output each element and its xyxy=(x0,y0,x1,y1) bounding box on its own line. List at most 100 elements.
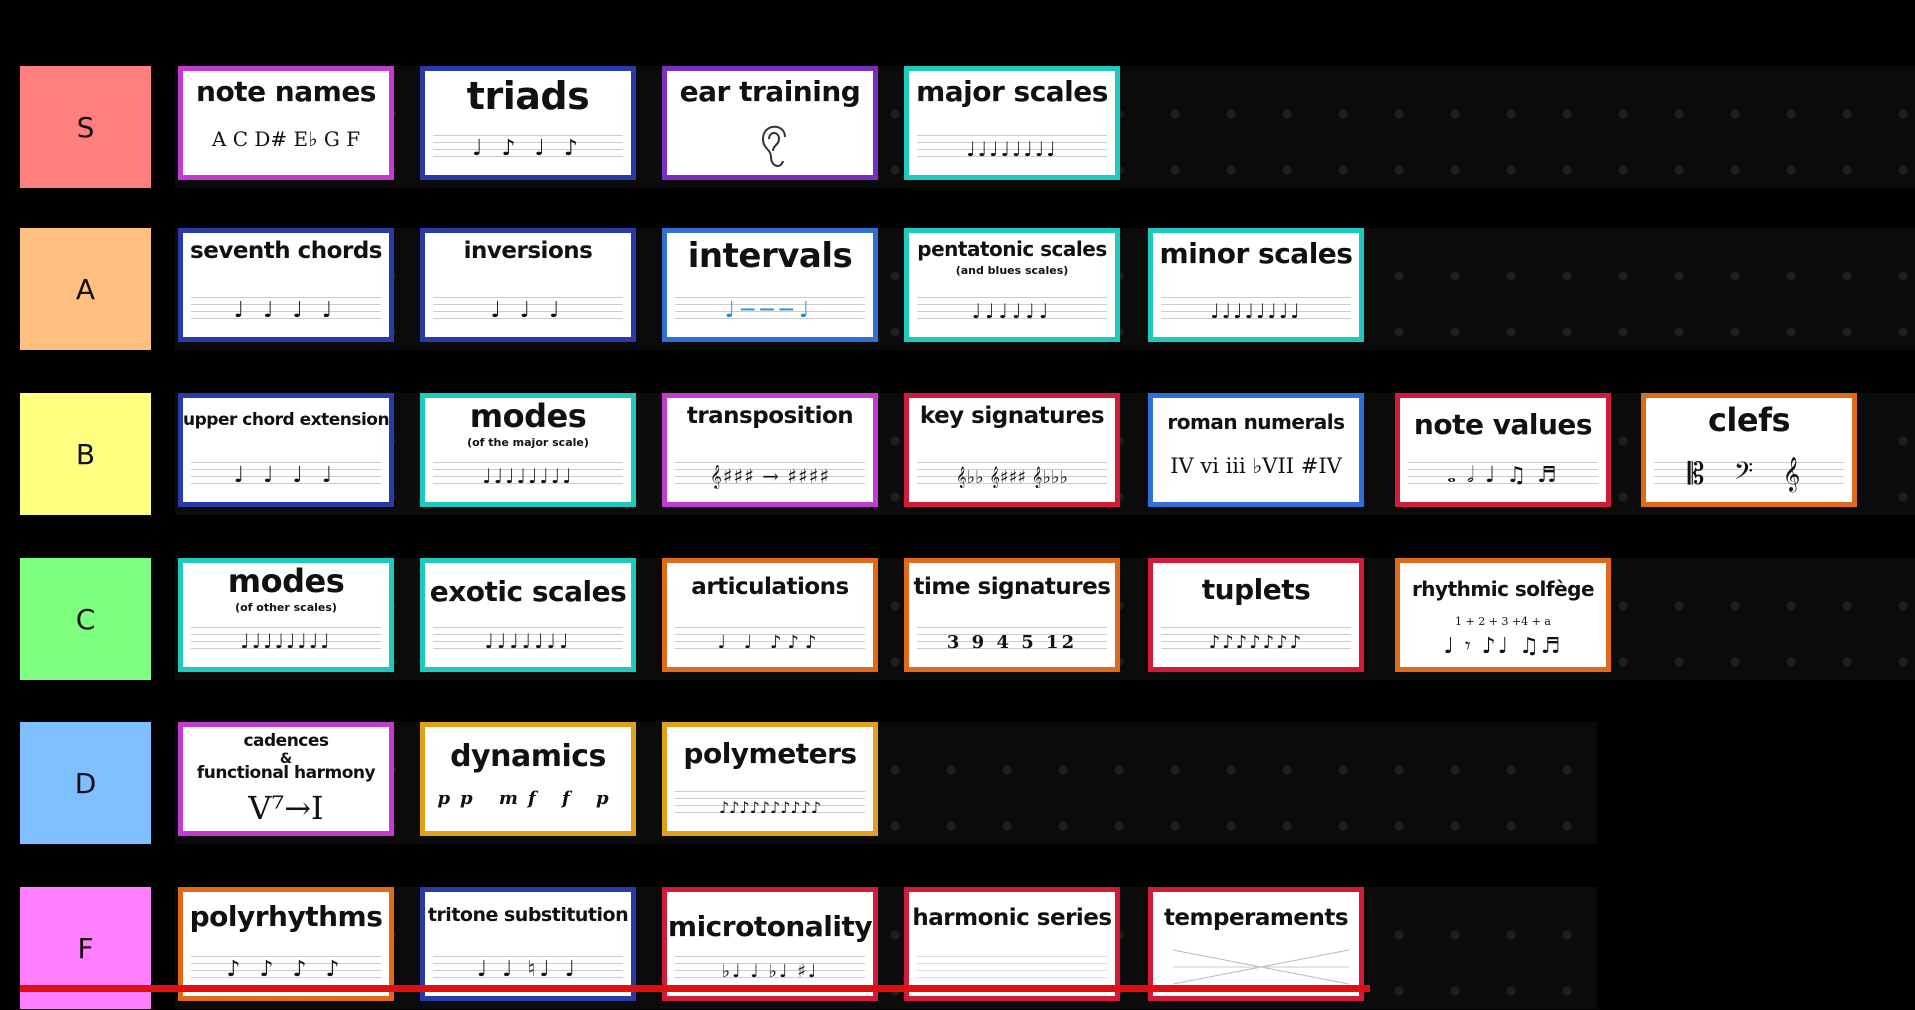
staff xyxy=(675,791,865,819)
notes: ♩♩♩♩♩♩♩♩ xyxy=(966,137,1058,161)
ear-icon xyxy=(761,125,786,167)
card-title: transposition xyxy=(686,403,854,429)
card-title: temperaments xyxy=(1163,905,1349,931)
card-polymeters[interactable]: polymeters ♪♪♪♪♪♪♪♪♪♪ xyxy=(662,722,878,836)
card-time-signatures[interactable]: time signatures 3 9 4 5 12 xyxy=(904,558,1120,672)
notes: 𝅝 𝅗𝅥 ♩ ♫ ♬ xyxy=(1447,463,1559,488)
card-minor-scales[interactable]: minor scales ♩♩♩♩♩♩♩♩ xyxy=(1148,228,1364,342)
staff xyxy=(675,297,865,325)
card-title: inversions xyxy=(463,238,593,264)
staff xyxy=(917,627,1107,655)
card-exotic-scales[interactable]: exotic scales ♩♩♩♩♩♩♩ xyxy=(420,558,636,672)
card-harmonic-series[interactable]: harmonic series xyxy=(904,887,1120,1001)
card-title: dynamics xyxy=(450,739,606,774)
tier-label-d[interactable]: D xyxy=(20,722,151,844)
tier-label-c[interactable]: C xyxy=(20,558,151,680)
card-inversions[interactable]: inversions ♩ ♩ ♩ xyxy=(420,228,636,342)
card-clefs[interactable]: clefs 𝄡 𝄢 𝄞 xyxy=(1641,393,1857,507)
card-temperaments[interactable]: temperaments xyxy=(1148,887,1364,1001)
card-modes-other[interactable]: modes (of other scales) ♩♩♩♩♩♩♩♩ xyxy=(178,558,394,672)
card-upper-chord-extensions[interactable]: upper chord extensions ♩ ♩ ♩ ♩ xyxy=(178,393,394,507)
card-key-signatures[interactable]: key signatures 𝄞♭♭ 𝄞♯♯♯ 𝄞♭♭♭ xyxy=(904,393,1120,507)
card-major-scales[interactable]: major scales ♩♩♩♩♩♩♩♩ xyxy=(904,66,1120,180)
card-articulations[interactable]: articulations ♩ ♩ ♪♪♪ xyxy=(662,558,878,672)
card-title: tuplets xyxy=(1201,573,1311,606)
staff xyxy=(433,135,623,163)
card-symbol: V⁷→I xyxy=(248,789,324,827)
card-title: minor scales xyxy=(1159,237,1353,270)
card-title: seventh chords xyxy=(190,238,382,264)
staff xyxy=(917,297,1107,325)
tier-row-d xyxy=(175,722,1597,844)
card-microtonality[interactable]: microtonality ♭♩ ♩ ♭♩ ♯♩ xyxy=(662,887,878,1001)
notes: ♩ ♩ ♩ xyxy=(490,298,566,323)
notes: ♩♩♩♩♩♩♩♩ xyxy=(482,464,574,488)
card-title: polymeters xyxy=(683,737,857,770)
card-title: polyrhythms xyxy=(189,900,383,933)
notes: ♩ ♩ ♩ ♩ xyxy=(233,463,339,488)
card-subtitle: & xyxy=(279,751,293,767)
notes: 𝄡 𝄢 𝄞 xyxy=(1687,457,1811,492)
staff xyxy=(1654,462,1844,490)
card-subtitle: (of other scales) xyxy=(235,601,337,614)
card-ear-training[interactable]: ear training xyxy=(662,66,878,180)
notes: ♪♪♪♪♪♪♪ xyxy=(1208,632,1304,653)
staff xyxy=(191,956,381,984)
card-title: note values xyxy=(1413,408,1593,441)
staff xyxy=(675,462,865,490)
card-subtitle: IV vi iii ♭VII #IV xyxy=(1170,454,1342,478)
card-note-values[interactable]: note values 𝅝 𝅗𝅥 ♩ ♫ ♬ xyxy=(1395,393,1611,507)
notes: ♩ ♩ ♪♪♪ xyxy=(717,632,823,653)
card-title: modes xyxy=(227,562,345,600)
staff xyxy=(433,627,623,655)
staff xyxy=(433,462,623,490)
card-title: modes xyxy=(469,397,587,435)
card-cadences[interactable]: cadences & functional harmony V⁷→I xyxy=(178,722,394,836)
card-pentatonic-scales[interactable]: pentatonic scales (and blues scales) ♩♩♩… xyxy=(904,228,1120,342)
card-title: rhythmic solfège xyxy=(1411,577,1595,601)
card-title-2: functional harmony xyxy=(196,763,376,783)
staff xyxy=(917,462,1107,490)
card-roman-numerals[interactable]: roman numerals IV vi iii ♭VII #IV xyxy=(1148,393,1364,507)
temperament-diagram xyxy=(1173,949,1349,985)
card-modes-major[interactable]: modes (of the major scale) ♩♩♩♩♩♩♩♩ xyxy=(420,393,636,507)
notes: ♩ ♪ ♩ ♪ xyxy=(472,136,584,161)
staff xyxy=(1408,462,1598,490)
staff xyxy=(917,135,1107,163)
card-title: microtonality xyxy=(667,910,873,943)
card-title: roman numerals xyxy=(1167,410,1345,434)
card-title: articulations xyxy=(691,574,849,600)
card-dynamics[interactable]: dynamics pp mf f p xyxy=(420,722,636,836)
card-subtitle: 1 + 2 + 3 +4 + a xyxy=(1455,615,1551,628)
card-tritone-substitution[interactable]: tritone substitution ♩ ♩ ♮♩ ♩ xyxy=(420,887,636,1001)
card-seventh-chords[interactable]: seventh chords ♩ ♩ ♩ ♩ xyxy=(178,228,394,342)
notes: ♪ ♪ ♪ ♪ xyxy=(226,957,346,982)
staff xyxy=(433,956,623,984)
card-title: cadences xyxy=(243,731,329,751)
card-title: exotic scales xyxy=(429,575,627,608)
notes: ♪♪♪♪♪♪♪♪♪♪ xyxy=(718,798,822,817)
notes: pp mf f p xyxy=(437,788,619,809)
notes: ♩♩♩♩♩♩♩♩ xyxy=(1210,299,1302,323)
card-title: note names xyxy=(196,75,376,108)
tier-label-a[interactable]: A xyxy=(20,228,151,350)
notes: 𝄞♯♯♯ → ♯♯♯♯ xyxy=(709,464,831,488)
card-tuplets[interactable]: tuplets ♪♪♪♪♪♪♪ xyxy=(1148,558,1364,672)
card-rhythmic-solfege[interactable]: rhythmic solfège 1 + 2 + 3 +4 + a ♩ 𝄾 ♪♩… xyxy=(1395,558,1611,672)
staff xyxy=(191,297,381,325)
card-intervals[interactable]: intervals ♩───♩ xyxy=(662,228,878,342)
tier-label-b[interactable]: B xyxy=(20,393,151,515)
staff xyxy=(675,627,865,655)
card-note-names[interactable]: note names A C D# E♭ G F xyxy=(178,66,394,180)
card-title: upper chord extensions xyxy=(183,410,394,430)
tier-label-s[interactable]: S xyxy=(20,66,151,188)
card-triads[interactable]: triads ♩ ♪ ♩ ♪ xyxy=(420,66,636,180)
card-polyrhythms[interactable]: polyrhythms ♪ ♪ ♪ ♪ xyxy=(178,887,394,1001)
card-title: ear training xyxy=(679,75,861,108)
notes: ♩ ♩ ♮♩ ♩ xyxy=(476,957,580,982)
card-subtitle: (of the major scale) xyxy=(467,436,589,449)
staff xyxy=(1161,297,1351,325)
notes: 3 9 4 5 12 xyxy=(946,632,1078,653)
card-transposition[interactable]: transposition 𝄞♯♯♯ → ♯♯♯♯ xyxy=(662,393,878,507)
staff xyxy=(1161,627,1351,655)
